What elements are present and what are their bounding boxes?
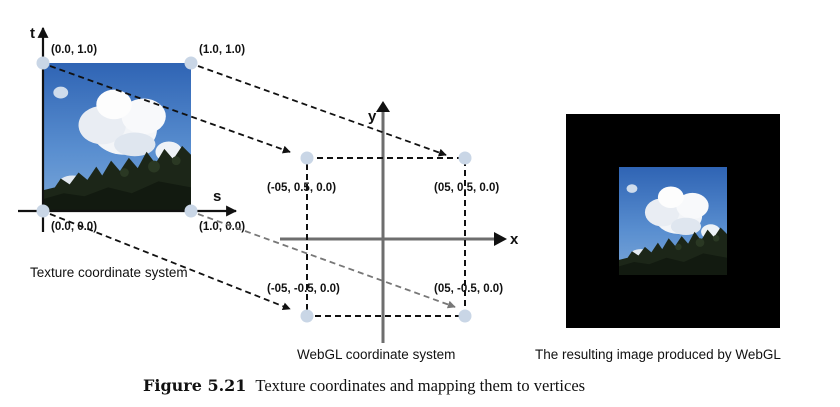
arrow-top-right-mapping (197, 65, 447, 157)
tex-point-top-right (184, 56, 198, 70)
tex-point-bottom-right (184, 204, 198, 218)
vertex-label-bottom-right: (05, -0.5, 0.0) (434, 283, 503, 295)
coord-top-right: (1.0, 1.0) (199, 44, 245, 56)
texture-panel: t s (0.0, 1.0) (1.0, 1.0) (0.0, 0.0) (1.… (18, 25, 245, 280)
x-axis-arrowhead (494, 232, 507, 246)
coord-bottom-left: (0.0, 0.0) (51, 221, 97, 233)
coord-top-left: (0.0, 1.0) (51, 44, 97, 56)
result-texture-image (619, 167, 727, 275)
caption-line: Figure 5.21 Texture coordinates and mapp… (143, 376, 585, 395)
s-axis-label: s (213, 188, 221, 205)
tex-point-bottom-left (36, 204, 50, 218)
y-axis-label: y (368, 108, 377, 125)
y-axis-arrowhead (376, 101, 390, 112)
caption-text: Texture coordinates and mapping them to … (255, 376, 585, 395)
arrow-bottom-right-mapping (197, 213, 456, 309)
vertex-label-top-right: (05, 0.5, 0.0) (434, 182, 499, 194)
result-panel: The resulting image produced by WebGL (535, 114, 781, 362)
result-label: The resulting image produced by WebGL (535, 347, 781, 362)
vertex-label-bottom-left: (-05, -0.5, 0.0) (267, 283, 340, 295)
x-axis-label: x (510, 231, 519, 248)
caption-number: Figure 5.21 (143, 376, 246, 395)
vertex-top-left (300, 151, 314, 165)
texture-system-label: Texture coordinate system (30, 265, 188, 280)
texture-image (43, 63, 191, 211)
arrow-top-left-mapping (49, 65, 291, 154)
arrow-bottom-left-mapping (49, 213, 291, 311)
vertex-top-right (458, 151, 472, 165)
webgl-square (306, 157, 466, 317)
tex-point-top-left (36, 56, 50, 70)
figure-caption: Figure 5.21 Texture coordinates and mapp… (143, 376, 585, 395)
coord-bottom-right: (1.0, 0.0) (199, 221, 245, 233)
mapping-arrows (49, 65, 456, 311)
vertex-bottom-right (458, 309, 472, 323)
webgl-panel: y x (-05, 0.5, 0.0) (05, 0.5, 0.0) (-05,… (267, 101, 519, 362)
webgl-system-label: WebGL coordinate system (297, 347, 455, 362)
vertex-label-top-left: (-05, 0.5, 0.0) (267, 182, 336, 194)
vertex-bottom-left (300, 309, 314, 323)
t-axis-label: t (30, 25, 35, 42)
